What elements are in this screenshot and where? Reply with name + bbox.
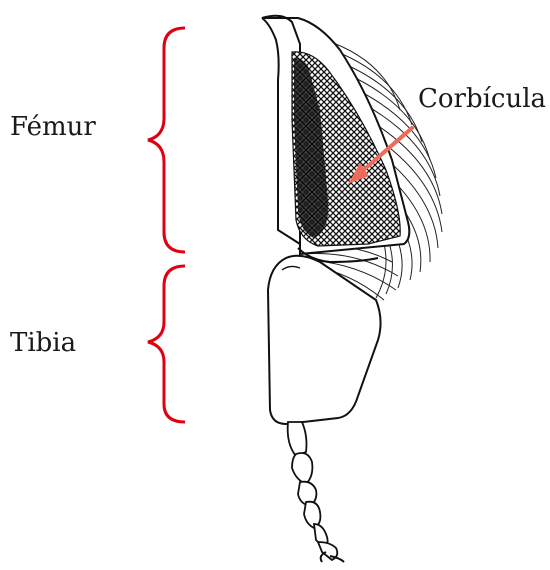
corbicula-label: Corbícula (418, 84, 546, 114)
femur-bracket (148, 28, 185, 252)
tibia-bracket (148, 266, 185, 422)
femur-label: Fémur (10, 112, 96, 142)
tibia-outline (268, 256, 381, 424)
tarsus (288, 422, 338, 560)
tibia-label: Tibia (10, 328, 76, 358)
